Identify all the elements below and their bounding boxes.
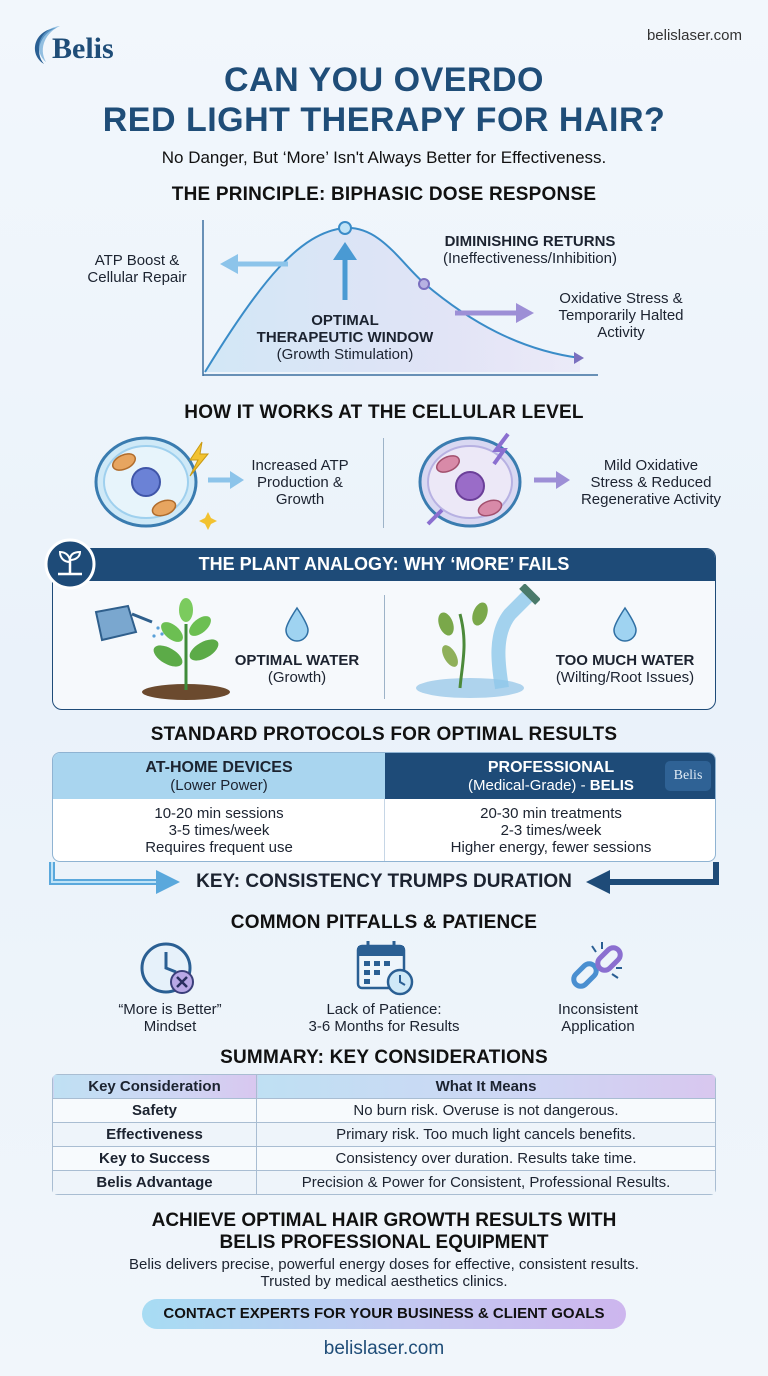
pitfalls-heading: COMMON PITFALLS & PATIENCE xyxy=(230,912,538,933)
dose-response-curve xyxy=(202,220,598,376)
healthy-plant-icon xyxy=(94,598,230,700)
cta-heading: ACHIEVE OPTIMAL HAIR GROWTH RESULTS WITH… xyxy=(151,1210,617,1253)
plant-heading: THE PLANT ANALOGY: WHY ‘MORE’ FAILS xyxy=(198,554,570,574)
home-devices-header: AT-HOME DEVICES (Lower Power) xyxy=(53,753,385,799)
water-drop-icon-2 xyxy=(613,606,637,642)
cellular-divider xyxy=(383,438,384,528)
cta-description: Belis delivers precise, powerful energy … xyxy=(129,1256,639,1290)
summary-heading: SUMMARY: KEY CONSIDERATIONS xyxy=(220,1047,548,1068)
principle-heading: THE PRINCIPLE: BIPHASIC DOSE RESPONSE xyxy=(171,184,597,205)
broken-chain-icon xyxy=(571,942,623,989)
optimal-water-label: OPTIMAL WATER(Growth) xyxy=(234,652,360,686)
title-line-2: RED LIGHT THERAPY FOR HAIR? xyxy=(102,101,666,139)
pitfall-more-is-better: “More is Better”Mindset xyxy=(118,1001,222,1035)
cell-arrow-right-right xyxy=(534,471,570,489)
sprout-icon xyxy=(44,538,96,590)
page-title: CAN YOU OVERDO RED LIGHT THERAPY FOR HAI… xyxy=(0,60,768,140)
site-url-bottom[interactable]: belislaser.com xyxy=(323,1338,445,1359)
consistency-key: KEY: CONSISTENCY TRUMPS DURATION xyxy=(196,871,572,892)
pitfall-lack-of-patience: Lack of Patience:3-6 Months for Results xyxy=(308,1001,460,1035)
optimal-window-label: OPTIMAL THERAPEUTIC WINDOW (Growth Stimu… xyxy=(256,312,434,363)
cell-arrow-right-left xyxy=(208,471,244,489)
protocols-table: AT-HOME DEVICES (Lower Power) PROFESSION… xyxy=(52,752,716,862)
water-drop-icon xyxy=(285,606,309,642)
overwatered-plant-icon xyxy=(416,584,540,698)
protocols-heading: STANDARD PROTOCOLS FOR OPTIMAL RESULTS xyxy=(150,724,618,745)
too-much-water-label: TOO MUCH WATER(Wilting/Root Issues) xyxy=(555,652,695,686)
page-subtitle: No Danger, But ‘More’ Isn't Always Bette… xyxy=(161,148,607,167)
belis-logo[interactable]: Belis xyxy=(26,20,146,70)
belis-badge: Belis xyxy=(665,761,711,791)
professional-header: PROFESSIONAL (Medical-Grade) - BELIS xyxy=(385,753,715,799)
calendar-clock-icon xyxy=(356,941,414,996)
stressed-cell-icon xyxy=(418,432,522,528)
atp-label: ATP Boost &Cellular Repair xyxy=(87,252,187,286)
logo-swoosh-icon xyxy=(34,26,60,64)
clock-cross-icon xyxy=(140,942,194,994)
table-header-row: Key Consideration What It Means xyxy=(52,1074,716,1099)
consistency-arrows xyxy=(49,862,719,894)
diminishing-returns-label: DIMINISHING RETURNS(Ineffectiveness/Inhi… xyxy=(443,233,617,267)
cellular-heading: HOW IT WORKS AT THE CELLULAR LEVEL xyxy=(184,402,584,423)
site-url-top[interactable]: belislaser.com xyxy=(646,27,742,44)
title-line-1: CAN YOU OVERDO xyxy=(224,61,544,99)
logo-text: Belis xyxy=(52,32,114,65)
contact-experts-button[interactable]: CONTACT EXPERTS FOR YOUR BUSINESS & CLIE… xyxy=(142,1299,626,1329)
healthy-cell-icon xyxy=(94,436,217,530)
